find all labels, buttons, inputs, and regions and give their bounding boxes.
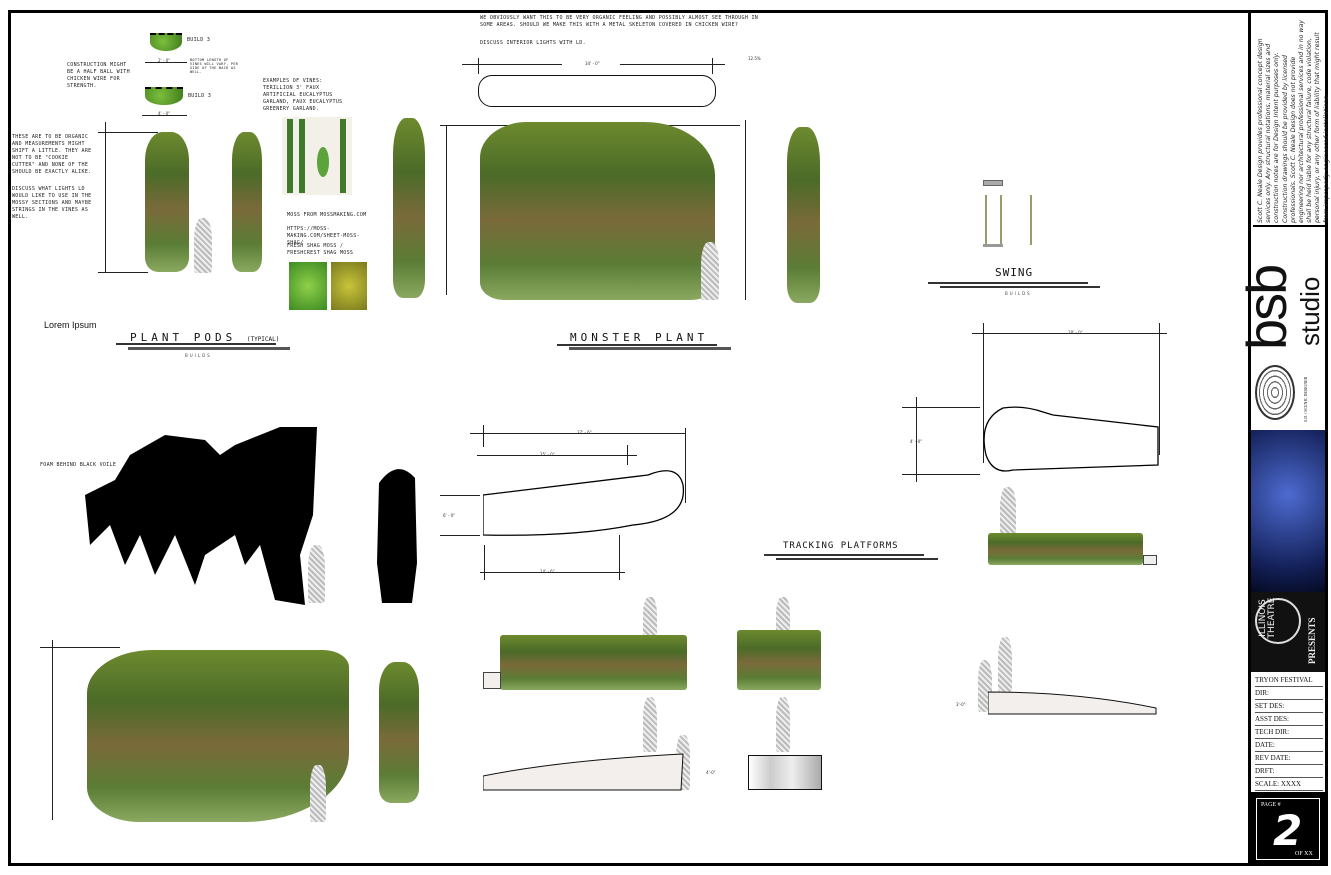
moss-types: Fresh shag moss / Freshcrest shag moss (287, 243, 354, 256)
dim-height: 6' - 0" (443, 513, 456, 518)
dim-pod: 4' - 0" (158, 111, 171, 116)
pod-top-view (150, 33, 182, 51)
top-note-lights: Discuss interior lights with LD. (480, 40, 586, 46)
moss-sample-green (289, 262, 327, 310)
monster-plant-title: MONSTER PLANT (570, 331, 709, 344)
monster-front-elevation (480, 122, 715, 300)
union-seal (1255, 365, 1295, 420)
monster-end-elevation (787, 127, 820, 303)
logo-bsb: bsb (1235, 265, 1298, 350)
plant-pod-rendered-front (87, 650, 349, 822)
human-scale-figure (776, 697, 790, 752)
vine-examples-note: Examples of vines: Terillion 3' faux art… (263, 78, 343, 112)
plant-pods-title: PLANT PODS (TYPICAL) (130, 331, 280, 344)
theatre-logo-panel: ILLINOIS THEATRE PRESENTS (1251, 592, 1325, 672)
human-scale-figure (998, 637, 1012, 692)
human-scale-figure (701, 242, 719, 300)
swing-title: SWING (995, 266, 1034, 279)
plant-pod-silhouette (85, 427, 317, 605)
disclaimer-text: Scott C. Neale Design provides professio… (1257, 20, 1330, 223)
monster-side-elevation (393, 118, 425, 298)
presents-label: PRESENTS (1307, 617, 1317, 664)
human-scale-figure (310, 765, 326, 822)
vine-length-note: Bottom length of vines will vary, per si… (190, 58, 239, 74)
lights-note: Discuss what lights LD would like to use… (12, 186, 92, 220)
dim-right-height: 4' - 0" (910, 439, 923, 444)
human-scale-figure (1000, 487, 1016, 537)
builds-label: BUILDS (185, 353, 212, 358)
swing-seat (983, 244, 1003, 247)
moss-url[interactable]: https://moss-making.com/sheet-moss-shag/ (287, 226, 360, 246)
platform-plan-outline (983, 406, 1159, 472)
vine-example-image (282, 117, 352, 195)
dim-top: 34' - 0" (585, 61, 600, 66)
page-label: PAGE # (1261, 802, 1281, 808)
voile-note: Foam behind black voile (40, 462, 117, 468)
lorem-ipsum-text: Lorem Ipsum (44, 320, 97, 330)
space-image (1251, 430, 1325, 592)
monster-plan-outline (483, 470, 685, 536)
field-set-des: SET DES: (1255, 700, 1323, 713)
field-scale: SCALE: XXXX (1255, 778, 1323, 791)
dim-right-width: 18' - 0" (1068, 330, 1083, 335)
field-drft: DRFT: (1255, 765, 1323, 778)
page-number-box: PAGE # 2 OF XX (1251, 792, 1325, 866)
dim-bottom: 14' - 6" (540, 569, 555, 574)
drawing-sheet (8, 10, 1328, 866)
dim-overall: 37' - 6" (577, 430, 592, 435)
dim-platform: 3'-0" (956, 702, 966, 707)
plant-pod-side-silhouette (377, 469, 417, 603)
top-note: We obviously want this to be very organi… (480, 15, 759, 28)
platform-box-elevation (748, 755, 822, 790)
build-label: Build 3 (187, 37, 211, 43)
field-asst-des: ASST DES: (1255, 713, 1323, 726)
human-scale-figure (643, 697, 657, 752)
platform-ramp-elevation (988, 691, 1157, 715)
human-scale-figure (308, 545, 325, 603)
organic-note: These are to be organic and measurements… (12, 134, 92, 175)
tracking-platforms-title: TRACKING PLATFORMS (783, 541, 899, 551)
union-label: S.D. / SCENIC DESIGNER (1303, 376, 1308, 422)
moss-source: Moss from mossmaking.com (287, 212, 367, 218)
plant-pod-side (232, 132, 262, 272)
field-date: DATE: (1255, 739, 1323, 752)
human-scale-figure (643, 597, 657, 642)
page-number: 2 (1273, 806, 1303, 855)
platform-grass-elevation (500, 635, 687, 690)
field-rev-date: REV DATE: (1255, 752, 1323, 765)
plant-pod-rendered-side (379, 662, 419, 803)
production-title: TRYON FESTIVAL (1255, 674, 1323, 687)
plant-pod-front (145, 132, 189, 272)
title-block: Scott C. Neale Design provides professio… (1235, 10, 1330, 866)
human-scale-figure (194, 218, 212, 273)
pod-side-view (145, 87, 183, 105)
platform-grass-elevation (988, 533, 1143, 565)
platform-ramp-elevation (483, 753, 684, 791)
dim-platform: 4'-0" (706, 770, 716, 775)
moss-sample-yellow (331, 262, 367, 310)
build-label: Build 3 (188, 93, 212, 99)
monster-top-outline (478, 75, 716, 107)
swing-seat-top (983, 180, 1003, 186)
logo-studio: studio (1295, 276, 1325, 346)
dim-pod: 2' - 0" (158, 58, 171, 63)
page-of-total: OF XX (1295, 851, 1313, 857)
field-dir: DIR: (1255, 687, 1323, 700)
builds-label: BUILDS (1005, 291, 1032, 296)
scale-note: 12.5% (748, 56, 761, 61)
construction-note: Construction might be a half ball with c… (67, 62, 130, 89)
field-tech-dir: TECH DIR: (1255, 726, 1323, 739)
platform-grass-elevation (737, 630, 821, 690)
dim-inner: 25' - 0" (540, 452, 555, 457)
theatre-name: ILLINOIS THEATRE (1258, 597, 1277, 639)
